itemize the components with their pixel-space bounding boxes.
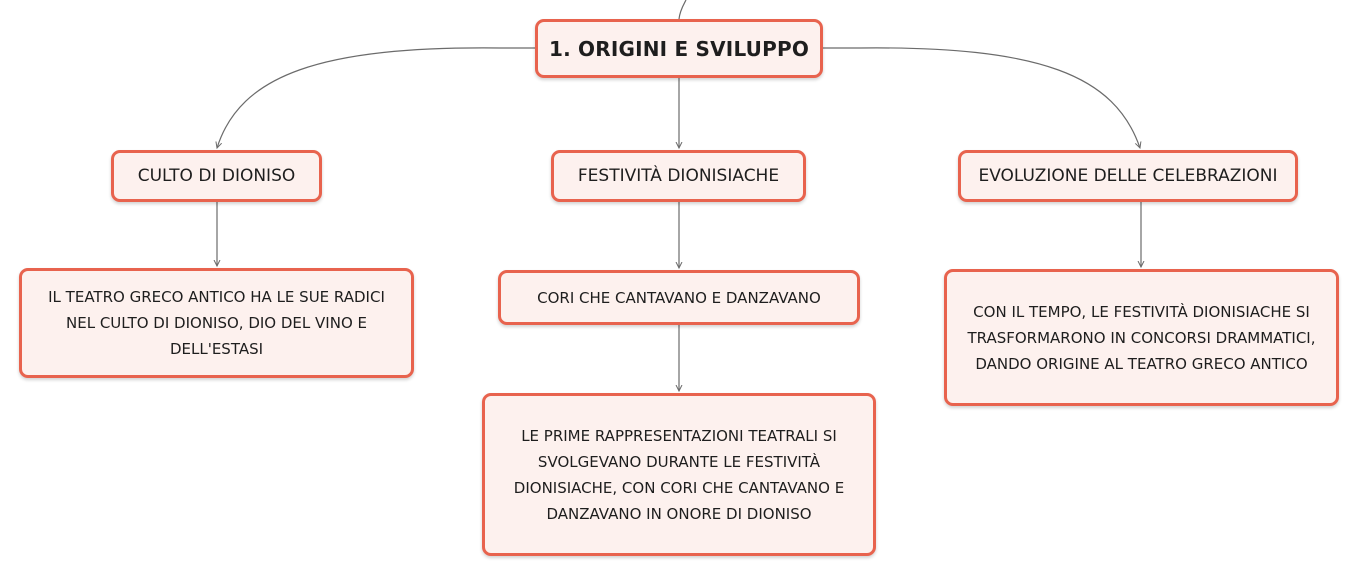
topic-node-culto-di-dioniso[interactable]: CULTO DI DIONISO <box>111 150 322 202</box>
topic-node-label: FESTIVITÀ DIONISIACHE <box>577 166 780 186</box>
detail-node-cori[interactable]: CORI CHE CANTAVANO E DANZAVANO <box>498 270 860 325</box>
root-node-label: 1. ORIGINI E SVILUPPO <box>548 36 810 61</box>
topic-node-festivita-dionisiache[interactable]: FESTIVITÀ DIONISIACHE <box>551 150 806 202</box>
detail-node-text: IL TEATRO GRECO ANTICO HA LE SUE RADICI … <box>48 288 385 358</box>
connector-root-topic-1 <box>217 47 535 148</box>
detail-node-concorsi-drammatici[interactable]: CON IL TEMPO, LE FESTIVITÀ DIONISIACHE S… <box>944 269 1339 406</box>
connector-root-topic-3 <box>823 47 1140 148</box>
detail-node-text: LE PRIME RAPPRESENTAZIONI TEATRALI SI SV… <box>513 426 845 523</box>
incoming-connector <box>678 0 687 20</box>
topic-node-evoluzione-celebrazioni[interactable]: EVOLUZIONE DELLE CELEBRAZIONI <box>958 150 1298 202</box>
detail-node-radici-teatro[interactable]: IL TEATRO GRECO ANTICO HA LE SUE RADICI … <box>19 268 414 378</box>
topic-node-label: CULTO DI DIONISO <box>137 166 296 186</box>
topic-node-label: EVOLUZIONE DELLE CELEBRAZIONI <box>978 166 1278 186</box>
detail-node-text: CON IL TEMPO, LE FESTIVITÀ DIONISIACHE S… <box>967 302 1316 373</box>
detail-node-prime-rappresentazioni[interactable]: LE PRIME RAPPRESENTAZIONI TEATRALI SI SV… <box>482 393 876 556</box>
root-node[interactable]: 1. ORIGINI E SVILUPPO <box>535 19 823 78</box>
detail-node-text: CORI CHE CANTAVANO E DANZAVANO <box>537 288 821 307</box>
